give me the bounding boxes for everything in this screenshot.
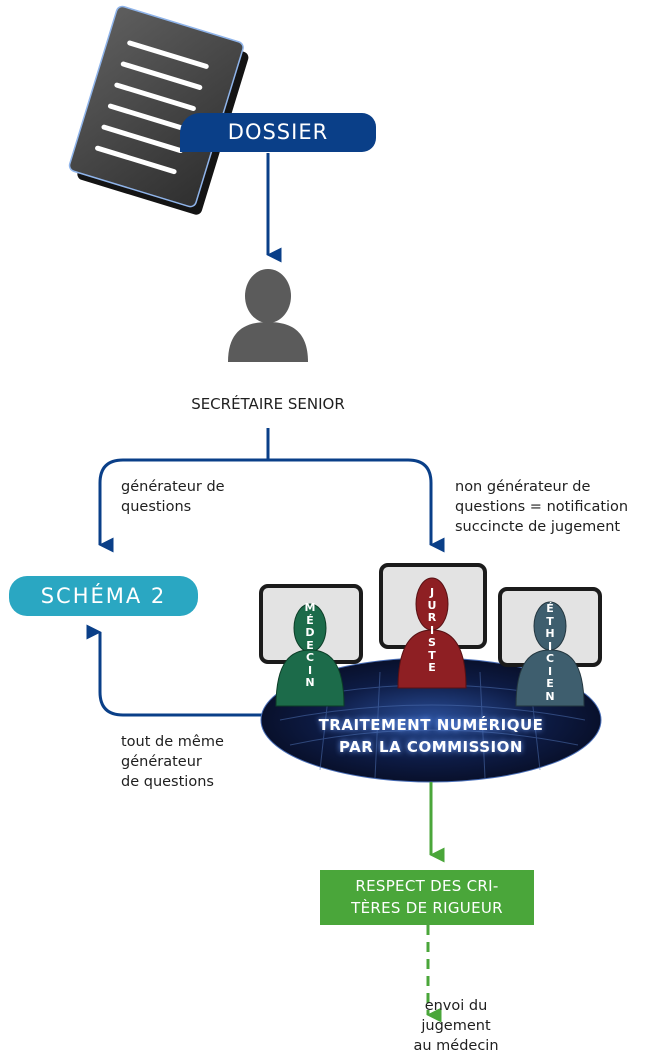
figure-medecin [275,603,345,707]
criteria-line1: RESPECT DES CRI- [355,877,499,895]
secretary-label: SECRÉTAIRE SENIOR [191,395,345,413]
document-icon [68,5,249,215]
dossier-label: DOSSIER [227,120,329,144]
dossier-pill [180,113,376,152]
commission-label-line2: PAR LA COMMISSION [339,738,523,756]
branch-back-label: tout de même générateur de questions [121,734,224,790]
branch-lines [86,428,445,717]
schema-pill [9,576,198,616]
figure-ethicien [515,601,585,707]
result-label: envoi du jugement au médecin [413,998,499,1054]
branch-right-label: non générateur de questions = notificati… [455,479,629,535]
schema-label: SCHÉMA 2 [40,584,167,608]
person-icon [228,269,308,362]
commission-label-line1: TRAITEMENT NUMÉRIQUE [318,716,544,734]
criteria-box [320,870,534,925]
criteria-line2: TÈRES DE RIGUEUR [351,899,503,917]
branch-left-label: générateur de questions [121,479,225,515]
figure-juriste [397,577,467,689]
